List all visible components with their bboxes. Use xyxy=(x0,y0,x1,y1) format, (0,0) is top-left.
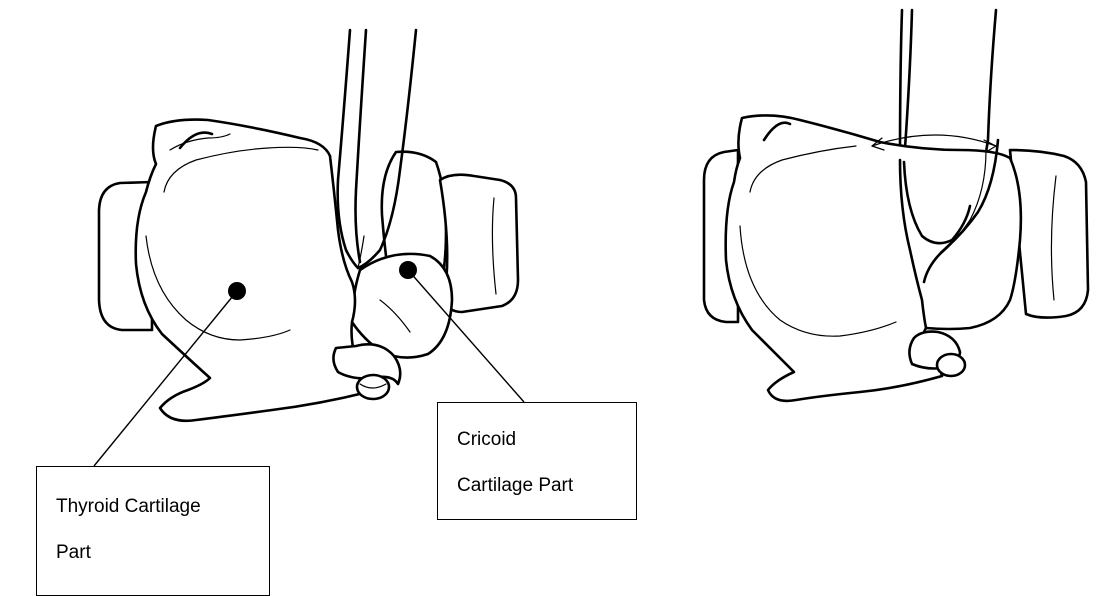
instrument-shaft-left xyxy=(338,30,358,268)
thyroid-label-box: Thyroid Cartilage Part xyxy=(36,466,270,596)
cricoid-label-line1: Cricoid xyxy=(457,430,516,449)
left-larynx-model xyxy=(94,30,524,466)
cricoid-label-line2: Cartilage Part xyxy=(457,476,573,495)
thyroid-label-line2: Part xyxy=(56,543,91,562)
thyroid-label-line1: Thyroid Cartilage xyxy=(56,497,201,516)
instrument-shaft-right xyxy=(900,10,902,160)
thyroid-cartilage-right xyxy=(726,115,1021,400)
right-larynx-model xyxy=(704,10,1088,401)
cricoid-label-box: Cricoid Cartilage Part xyxy=(437,402,637,520)
thyroid-cartilage-left xyxy=(136,120,372,421)
